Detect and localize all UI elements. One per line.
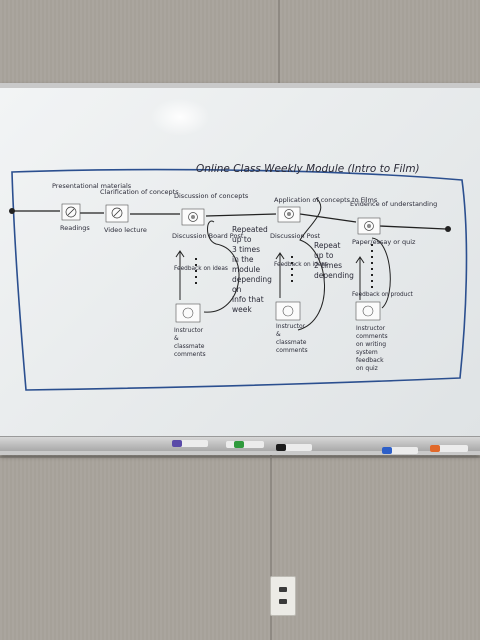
svg-text:info that: info that bbox=[232, 295, 264, 304]
feedback-dotted-line bbox=[195, 244, 373, 290]
flow-arrow bbox=[299, 213, 357, 223]
svg-text:feedback: feedback bbox=[356, 357, 384, 364]
step-label-discussion: Discussion of concepts bbox=[174, 192, 249, 200]
repeat-note-second: Repeat up to 2 times depending bbox=[314, 241, 354, 280]
bottom-label-evidence: Instructor comments on writing system fe… bbox=[356, 325, 388, 372]
whiteboard bbox=[0, 88, 480, 436]
svg-text:Instructor: Instructor bbox=[174, 327, 204, 334]
marker-orange[interactable] bbox=[430, 445, 468, 452]
svg-text:module: module bbox=[232, 265, 260, 274]
repeat-loop-arrow bbox=[371, 237, 391, 309]
step-label-application: Application of concepts to Films bbox=[274, 196, 378, 204]
wall-panel-seam bbox=[0, 456, 480, 458]
repeat-note-first: Repeated up to 3 times in the module dep… bbox=[232, 225, 272, 314]
bottom-label-discussion: Instructor & classmate comments bbox=[174, 327, 206, 358]
marker-green[interactable] bbox=[226, 441, 264, 448]
feedback-up-arrow bbox=[175, 250, 365, 300]
marker-black[interactable] bbox=[276, 444, 312, 451]
svg-text:in the: in the bbox=[232, 255, 254, 264]
wall-panel-seam bbox=[278, 0, 280, 84]
feedback-label: Feedback on ideas bbox=[174, 266, 228, 272]
feedback-label: Feedback on product bbox=[352, 292, 414, 298]
svg-text:Instructor: Instructor bbox=[356, 325, 386, 332]
repeat-loop-arrow bbox=[203, 220, 240, 313]
svg-text:depending: depending bbox=[314, 271, 354, 280]
step-label-clarification: Clarification of concepts bbox=[100, 188, 179, 196]
svg-text:Repeat: Repeat bbox=[314, 241, 340, 250]
module-loop-outline bbox=[11, 168, 468, 391]
svg-text:up to: up to bbox=[314, 251, 334, 260]
svg-text:depending: depending bbox=[232, 275, 272, 284]
svg-text:comments: comments bbox=[276, 347, 308, 354]
flow-arrow bbox=[379, 225, 447, 230]
svg-text:classmate: classmate bbox=[276, 339, 307, 346]
instructor-comments-icon bbox=[355, 301, 381, 321]
svg-text:week: week bbox=[232, 305, 252, 314]
svg-text:on: on bbox=[232, 285, 242, 294]
svg-text:2 times: 2 times bbox=[314, 261, 342, 270]
evidence-icon bbox=[357, 217, 381, 235]
application-icon bbox=[277, 206, 301, 223]
svg-text:3 times: 3 times bbox=[232, 245, 260, 254]
svg-text:on quiz: on quiz bbox=[356, 365, 378, 372]
step-caption-readings: Readings bbox=[60, 224, 90, 232]
step-caption-video: Video lecture bbox=[104, 226, 147, 234]
svg-text:&: & bbox=[276, 331, 281, 338]
svg-text:up to: up to bbox=[232, 235, 252, 244]
instructor-comments-icon bbox=[175, 303, 201, 323]
wall-outlet bbox=[270, 576, 296, 616]
svg-text:Instructor: Instructor bbox=[276, 323, 306, 330]
wall-panel-seam bbox=[270, 455, 272, 640]
svg-text:&: & bbox=[174, 335, 179, 342]
repeat-loop-arrow bbox=[297, 197, 325, 331]
step-caption-evidence: Paper/essay or quiz bbox=[352, 238, 416, 246]
bottom-label-application: Instructor & classmate comments bbox=[276, 323, 308, 354]
svg-text:classmate: classmate bbox=[174, 343, 205, 350]
svg-text:comments: comments bbox=[174, 351, 206, 358]
svg-text:on writing: on writing bbox=[356, 341, 386, 348]
instructor-comments-icon bbox=[275, 301, 301, 321]
svg-text:system: system bbox=[356, 349, 378, 356]
light-glare bbox=[150, 98, 210, 136]
end-dot bbox=[445, 226, 451, 232]
board-title: Online Class Weekly Module (Intro to Fil… bbox=[196, 163, 420, 175]
marker-purple[interactable] bbox=[172, 440, 208, 447]
feedback-label: Feedback on ideas bbox=[274, 262, 328, 268]
step-caption-application: Discussion Post bbox=[270, 232, 321, 240]
marker-blue[interactable] bbox=[382, 447, 418, 454]
step-label-presentational: Presentational materials bbox=[52, 182, 132, 190]
svg-text:comments: comments bbox=[356, 333, 388, 340]
step-label-evidence: Evidence of understanding bbox=[350, 200, 437, 208]
discussion-icon bbox=[181, 208, 205, 226]
svg-text:Repeated: Repeated bbox=[232, 225, 268, 234]
flow-arrow bbox=[205, 213, 277, 217]
step-caption-discussion: Discussion Board Post bbox=[172, 232, 244, 240]
readings-icon bbox=[61, 203, 81, 221]
video-lecture-icon bbox=[105, 204, 129, 223]
